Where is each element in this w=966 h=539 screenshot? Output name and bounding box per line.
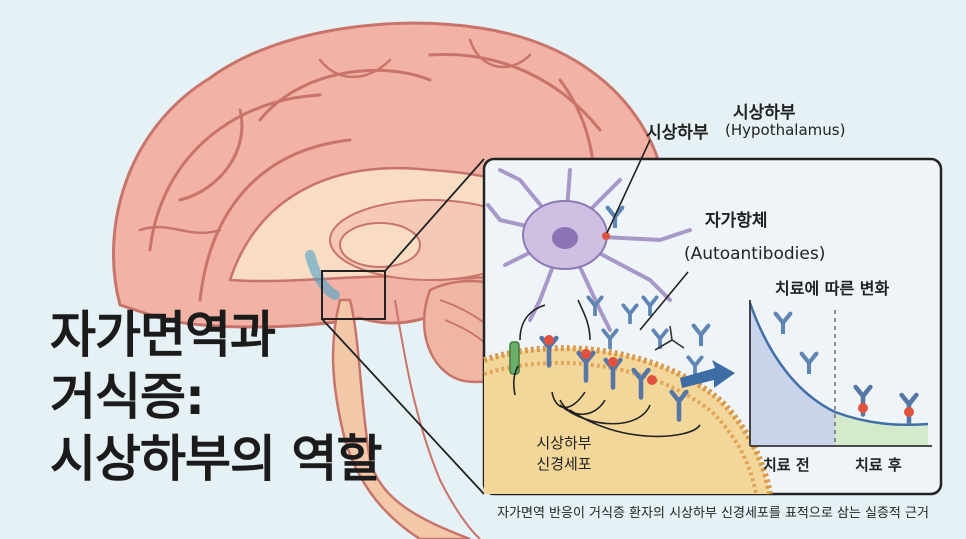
title-line-2: 거식증: [50, 368, 205, 426]
title-line-3: 시상하부의 역할 [50, 430, 382, 488]
title-line-1: 자가면역과 [50, 306, 276, 364]
neuron-cell [486, 168, 692, 332]
before-treatment-label: 치료 전 [763, 456, 810, 474]
ion-channel [509, 341, 520, 375]
caption: 자가면역 반응이 거식증 환자의 시상하부 신경세포를 표적으로 삼는 실증적 … [497, 506, 929, 521]
treatment-chart [748, 300, 932, 447]
page-title: 자가면역과 거식증: 시상하부의 역할 [50, 304, 470, 490]
interaction-arrows [512, 299, 701, 438]
neuron-label-line-2: 신경세포 [536, 455, 592, 473]
inset-panel [482, 139, 943, 496]
hypothalamus-label-en: (Hypothalamus) [725, 121, 846, 139]
hypothalamus-label-ko: 시상하부 [733, 103, 796, 123]
after-treatment-label: 치료 후 [855, 456, 902, 474]
hypothalamus-label-left: 시상하부 [646, 123, 709, 143]
connector-line-bottom [321, 318, 485, 495]
progress-arrow [680, 360, 735, 388]
connector-line-top [384, 158, 485, 272]
neuron-label-line-1: 시상하부 [536, 434, 592, 452]
autoantibody-label-ko: 자가항체 [705, 211, 768, 231]
autoantibody-label-en: (Autoantibodies) [684, 244, 826, 264]
zoom-box [321, 270, 386, 320]
treatment-change-label: 치료에 따른 변화 [775, 279, 890, 298]
